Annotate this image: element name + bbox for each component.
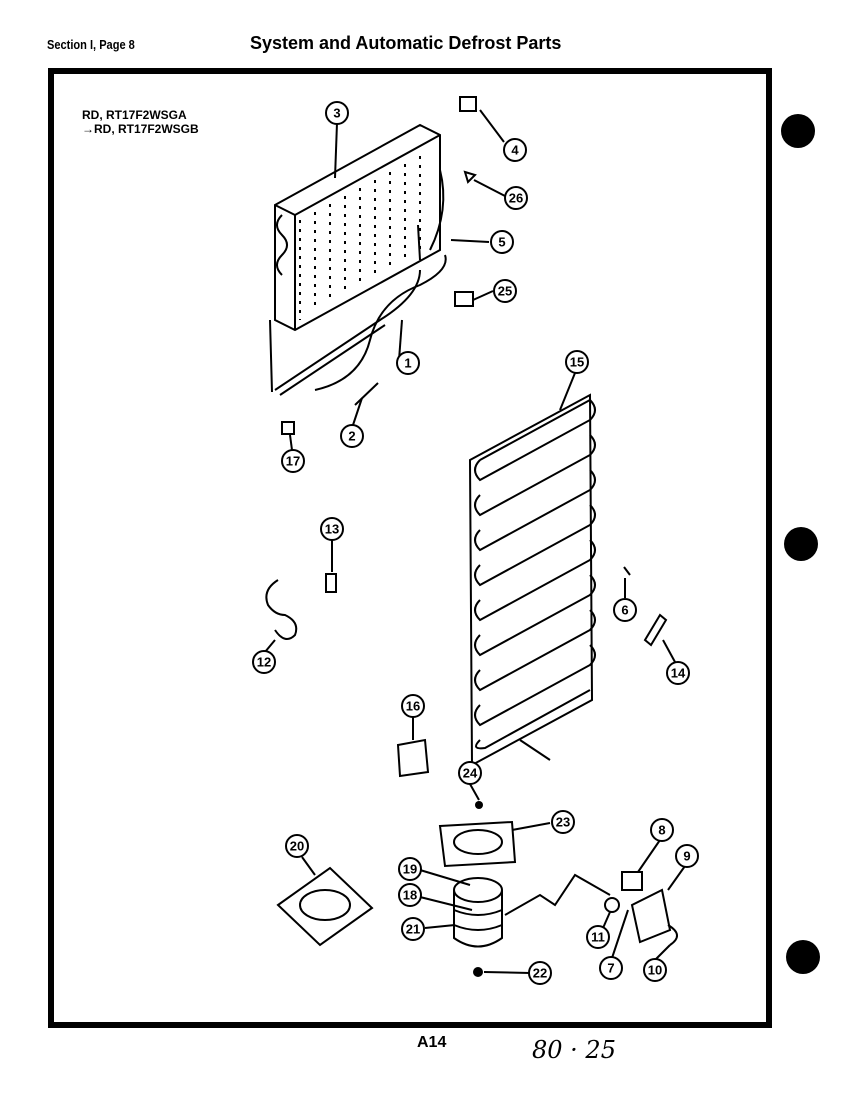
drain-tube-part — [314, 254, 447, 391]
callout-4: 4 — [503, 138, 527, 162]
svg-text:11: 11 — [591, 930, 605, 945]
bracket-part — [354, 382, 379, 406]
callout-3: 3 — [325, 101, 349, 125]
svg-text:17: 17 — [286, 454, 300, 469]
svg-text:6: 6 — [621, 603, 628, 618]
callout-26: 26 — [504, 186, 528, 210]
callout-19: 19 — [398, 857, 422, 881]
callout-24: 24 — [458, 761, 482, 785]
callout-18: 18 — [398, 883, 422, 907]
binder-hole — [784, 527, 818, 561]
svg-text:12: 12 — [257, 655, 271, 670]
svg-text:20: 20 — [290, 839, 304, 854]
callout-8: 8 — [650, 818, 674, 842]
svg-text:15: 15 — [570, 355, 584, 370]
svg-text:18: 18 — [403, 888, 417, 903]
svg-text:23: 23 — [556, 815, 570, 830]
cover-part — [643, 613, 668, 647]
svg-text:10: 10 — [648, 963, 662, 978]
page-title: System and Automatic Defrost Parts — [250, 33, 562, 53]
callout-17: 17 — [281, 449, 305, 473]
callout-22: 22 — [528, 961, 552, 985]
diagram-frame — [48, 68, 772, 1028]
model-item: RD, RT17F2WSGA — [82, 108, 199, 122]
page-number: A14 — [417, 1034, 447, 1051]
svg-text:7: 7 — [607, 961, 614, 976]
svg-text:21: 21 — [406, 922, 420, 937]
screw-part — [623, 566, 631, 576]
grommet-part — [475, 801, 483, 809]
svg-text:14: 14 — [671, 666, 686, 681]
callout-14: 14 — [666, 661, 690, 685]
svg-text:26: 26 — [509, 191, 523, 206]
grommet-part — [281, 421, 295, 435]
defrost-heater-part — [269, 224, 421, 396]
suction-line-part — [504, 873, 611, 916]
drain-pan-center — [453, 829, 503, 855]
handwritten-note: 80 · 25 — [532, 1036, 616, 1064]
evaporator-part — [274, 123, 441, 332]
callout-5: 5 — [490, 230, 514, 254]
callout-23: 23 — [551, 810, 575, 834]
wire-harness-part — [429, 169, 445, 251]
section-page-label: Section I, Page 8 — [47, 37, 135, 52]
callout-13: 13 — [320, 517, 344, 541]
svg-text:24: 24 — [463, 766, 478, 781]
callout-16: 16 — [401, 694, 425, 718]
retainer-part — [463, 170, 477, 184]
svg-text:22: 22 — [533, 966, 547, 981]
bracket-part — [396, 738, 430, 778]
callout-1: 1 — [396, 351, 420, 375]
callout-25: 25 — [493, 279, 517, 303]
svg-text:13: 13 — [325, 522, 339, 537]
callout-12: 12 — [252, 650, 276, 674]
harness-part — [265, 579, 298, 640]
binder-hole — [786, 940, 820, 974]
callout-7: 7 — [599, 956, 623, 980]
model-label: RD, RT17F2WSGA — [82, 108, 187, 122]
svg-text:5: 5 — [498, 235, 505, 250]
svg-text:9: 9 — [683, 849, 690, 864]
clip-part — [459, 96, 477, 112]
callout-9: 9 — [675, 844, 699, 868]
svg-text:1: 1 — [404, 356, 411, 371]
svg-text:19: 19 — [403, 862, 417, 877]
svg-text:16: 16 — [406, 699, 420, 714]
model-item: →RD, RT17F2WSGB — [82, 122, 199, 136]
mount-grommet-part — [473, 967, 483, 977]
base-plate-hole — [299, 889, 351, 921]
leader-lines — [264, 109, 686, 974]
svg-text:8: 8 — [658, 823, 665, 838]
model-list: RD, RT17F2WSGA →RD, RT17F2WSGB — [82, 108, 199, 136]
condenser-coil-part — [468, 393, 596, 767]
drain-pan-part — [438, 820, 517, 868]
clip-part — [667, 924, 678, 946]
callout-10: 10 — [643, 958, 667, 982]
svg-text:3: 3 — [333, 106, 340, 121]
model-label: RD, RT17F2WSGB — [94, 122, 199, 136]
cover-part — [604, 897, 620, 913]
svg-text:25: 25 — [498, 284, 512, 299]
callout-15: 15 — [565, 350, 589, 374]
callout-6: 6 — [613, 598, 637, 622]
callout-21: 21 — [401, 917, 425, 941]
svg-text:2: 2 — [348, 429, 355, 444]
overload-part — [630, 888, 672, 944]
svg-text:4: 4 — [511, 143, 519, 158]
base-plate-part — [276, 866, 374, 947]
compressor-part — [453, 877, 503, 948]
binder-hole — [781, 114, 815, 148]
callout-11: 11 — [586, 925, 610, 949]
callout-20: 20 — [285, 834, 309, 858]
relay-part — [621, 871, 643, 891]
bracket-part — [454, 291, 474, 307]
thermostat-part — [325, 573, 337, 593]
callout-2: 2 — [340, 424, 364, 448]
